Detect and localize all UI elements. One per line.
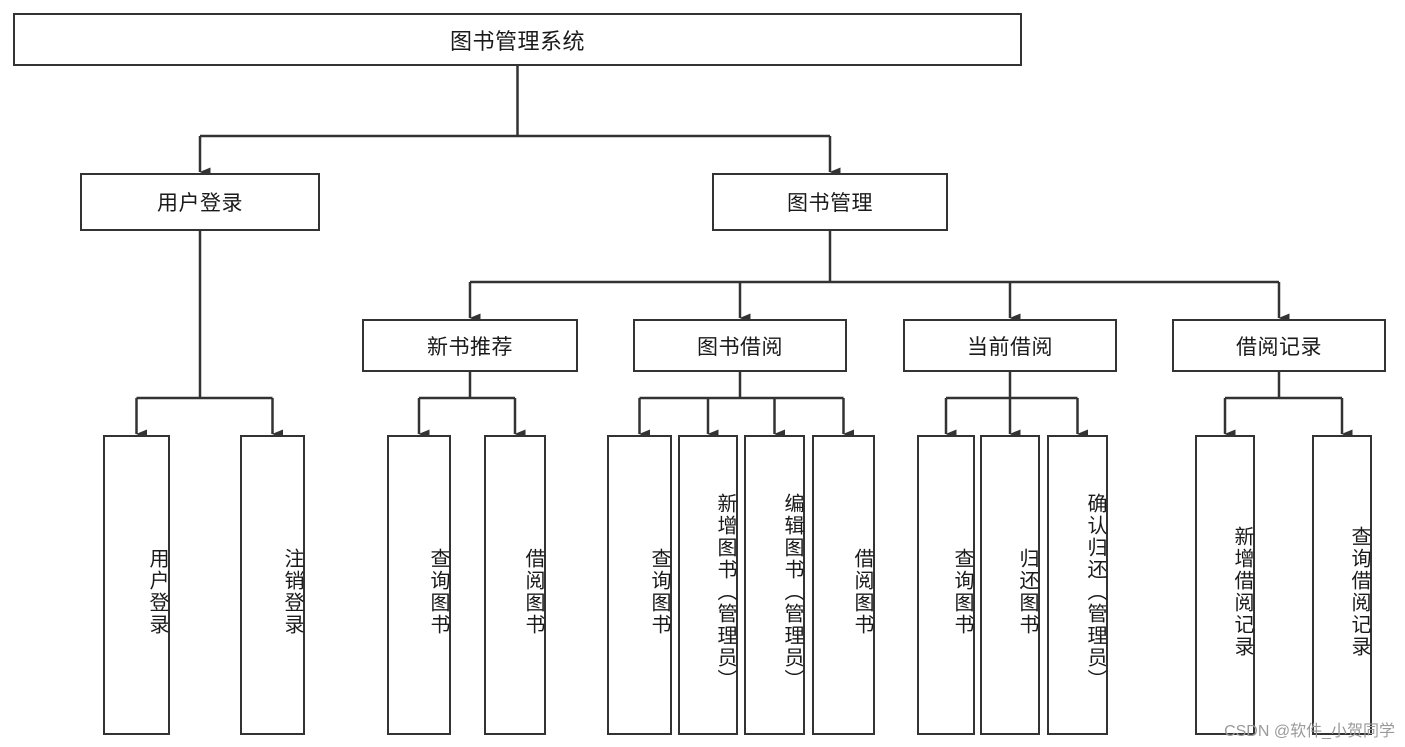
node-l3-d1[interactable]: 查询图书 <box>917 435 975 735</box>
node-label: 新增借阅记录 <box>1231 526 1253 658</box>
node-root[interactable]: 图书管理系统 <box>13 13 1022 66</box>
node-l3-c1[interactable]: 查询图书 <box>607 435 672 735</box>
node-l3-a2[interactable]: 注销登录 <box>240 435 305 735</box>
node-label: 图书管理系统 <box>449 28 585 54</box>
node-label: 图书借阅 <box>697 335 783 359</box>
node-l1-login[interactable]: 用户登录 <box>80 173 320 231</box>
node-l2-records[interactable]: 借阅记录 <box>1172 319 1386 372</box>
node-l3-c3[interactable]: 编辑图书（管理员） <box>744 435 805 735</box>
node-l3-e1[interactable]: 新增借阅记录 <box>1195 435 1255 735</box>
node-label: 查询图书 <box>427 548 449 636</box>
node-label: 编辑图书（管理员） <box>781 493 803 691</box>
node-l2-borrow[interactable]: 图书借阅 <box>633 319 847 372</box>
node-label: 借阅图书 <box>522 548 544 636</box>
node-l2-current[interactable]: 当前借阅 <box>903 319 1117 372</box>
node-label: 查询借阅记录 <box>1348 526 1370 658</box>
node-l3-c4[interactable]: 借阅图书 <box>812 435 875 735</box>
node-label: 查询图书 <box>951 548 973 636</box>
node-l3-a1[interactable]: 用户登录 <box>103 435 170 735</box>
node-label: 借阅记录 <box>1236 335 1322 359</box>
node-label: 新增图书（管理员） <box>714 493 736 691</box>
node-label: 归还图书 <box>1016 548 1038 636</box>
node-label: 新书推荐 <box>427 335 513 359</box>
node-label: 查询图书 <box>648 548 670 636</box>
node-label: 图书管理 <box>787 192 873 215</box>
node-l3-d3[interactable]: 确认归还（管理员） <box>1047 435 1108 735</box>
node-label: 确认归还（管理员） <box>1084 493 1106 691</box>
node-label: 用户登录 <box>146 548 168 636</box>
node-label: 当前借阅 <box>967 335 1053 359</box>
node-l3-d2[interactable]: 归还图书 <box>980 435 1040 735</box>
node-l2-newbook[interactable]: 新书推荐 <box>362 319 578 372</box>
node-label: 用户登录 <box>157 192 243 215</box>
node-l3-b2[interactable]: 借阅图书 <box>484 435 546 735</box>
node-l3-e2[interactable]: 查询借阅记录 <box>1312 435 1372 735</box>
node-l3-b1[interactable]: 查询图书 <box>387 435 451 735</box>
watermark-label: CSDN @软件_小贺同学 <box>1224 723 1395 740</box>
node-label: 借阅图书 <box>851 548 873 636</box>
node-label: 注销登录 <box>281 548 303 636</box>
node-l3-c2[interactable]: 新增图书（管理员） <box>678 435 738 735</box>
node-l1-bookmgr[interactable]: 图书管理 <box>712 173 948 231</box>
